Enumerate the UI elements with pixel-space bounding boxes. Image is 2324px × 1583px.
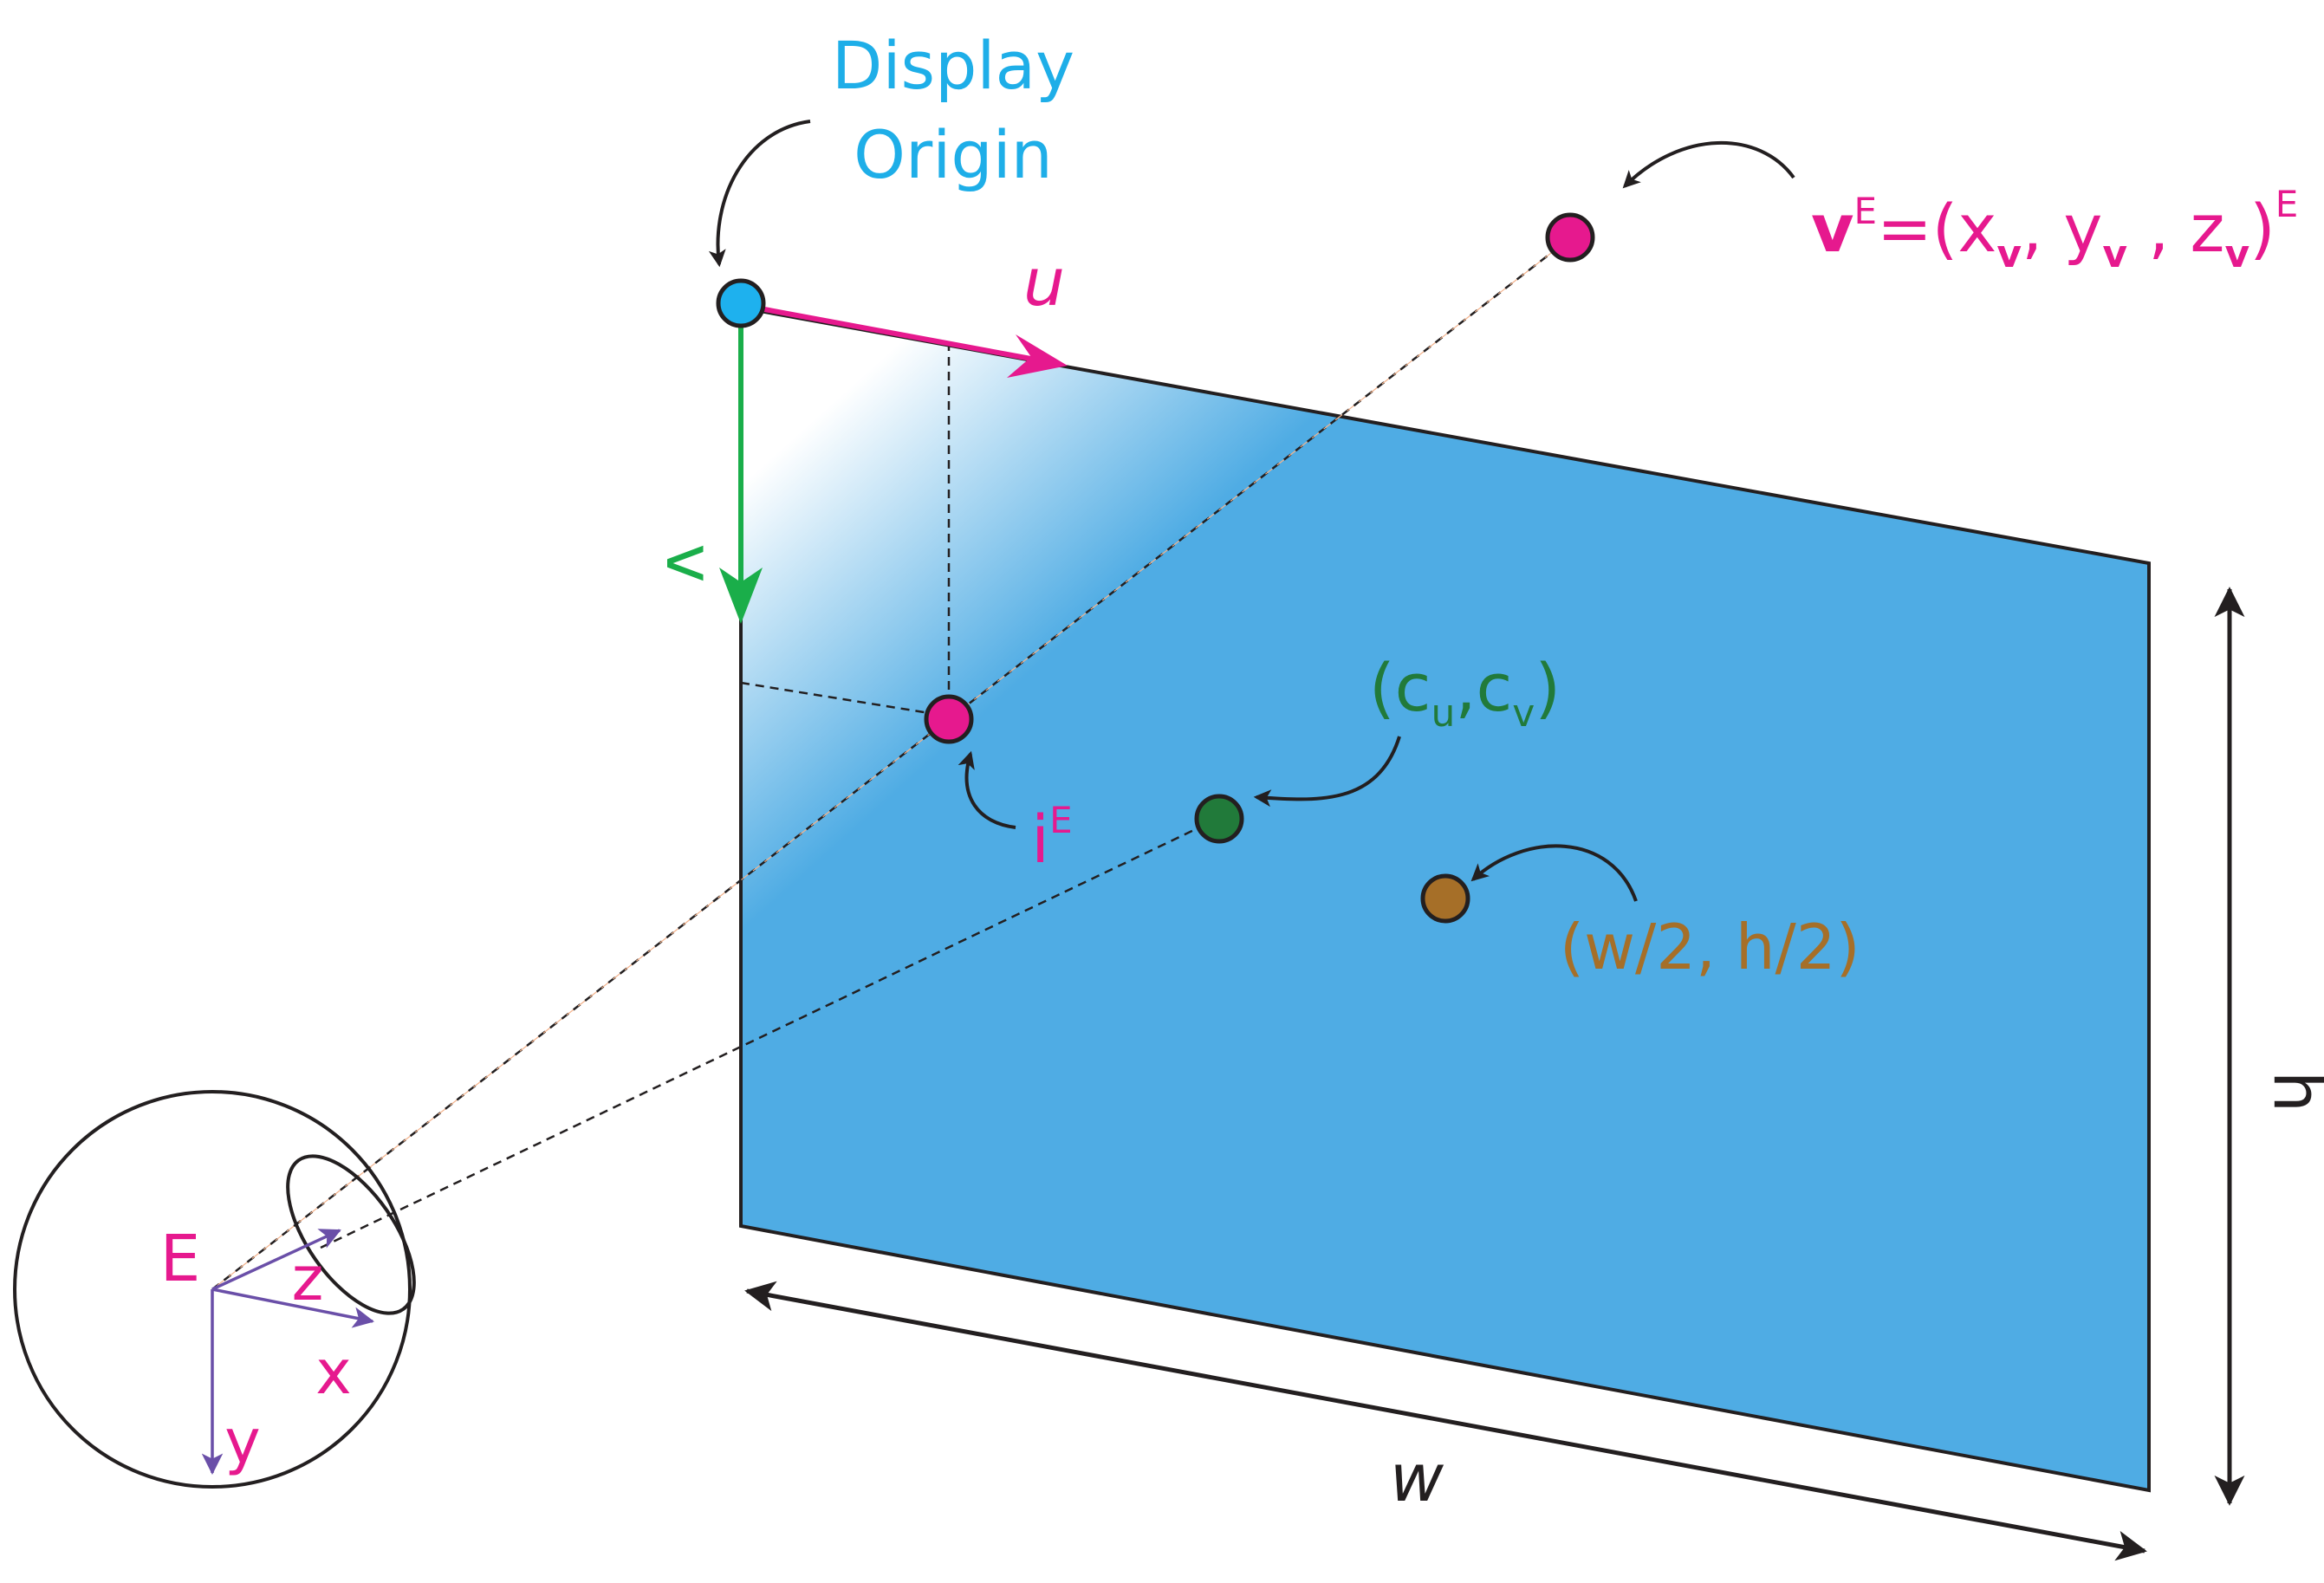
vE-label-sub3: v	[2224, 232, 2249, 276]
width-dimension-arrow	[744, 1281, 2147, 1561]
vE-label: vE=(xv, yv , zv)E	[1811, 183, 2298, 276]
c-label-sub-v: v	[1512, 691, 1535, 736]
height-label: h	[2259, 1071, 2324, 1113]
vE-label-base: v	[1811, 190, 1854, 267]
eye-y-label: y	[224, 1406, 260, 1477]
iE-callout-arrow	[958, 750, 1016, 829]
vE-point	[1545, 212, 1595, 263]
v-axis-label: v	[652, 544, 729, 583]
eye-z-label: z	[292, 1243, 324, 1314]
vE-label-close: )	[2249, 190, 2275, 267]
eye-z-axis	[211, 1229, 341, 1291]
iE-point	[924, 694, 974, 744]
eye-cornea	[286, 1154, 416, 1315]
eye-label: E	[160, 1222, 201, 1296]
iE-label-sup: E	[1049, 799, 1073, 841]
display-origin-callout-arrow	[708, 120, 811, 268]
vE-label-sup: E	[1854, 190, 1878, 232]
v-axis-arrowhead	[719, 568, 763, 624]
eyeball	[13, 1090, 412, 1489]
c-label-open: (c	[1369, 649, 1431, 726]
vE-label-sub2: v	[2102, 232, 2127, 276]
vE-label-sup2: E	[2275, 183, 2299, 225]
c-point	[1194, 794, 1244, 844]
vE-callout-arrow	[1622, 141, 1795, 189]
display-origin-label-line1: Display	[832, 27, 1074, 104]
vE-label-eq: =(x	[1877, 190, 1996, 267]
c-callout-arrow	[1253, 736, 1401, 808]
c-label-comma: ,c	[1455, 649, 1512, 726]
eye-x-axis	[211, 1288, 375, 1328]
iE-label: iE	[1031, 799, 1073, 878]
center-label: (w/2, h/2)	[1560, 911, 1860, 983]
c-label: (cu,cv)	[1369, 649, 1561, 736]
eye-x-label: x	[315, 1337, 351, 1408]
c-label-close: )	[1535, 649, 1561, 726]
c-label-sub-u: u	[1431, 691, 1455, 736]
ray-eye-to-c	[320, 817, 1218, 1249]
width-label: w	[1390, 1439, 1444, 1516]
center-point	[1420, 873, 1470, 924]
center-callout-arrow	[1470, 844, 1638, 902]
vE-label-comma2: , z	[2127, 190, 2224, 267]
u-axis-arrowhead	[1007, 334, 1068, 378]
u-axis	[740, 302, 1036, 362]
display-origin-point	[716, 278, 766, 328]
projection-iE-to-v	[740, 681, 941, 717]
iE-label-base: i	[1031, 801, 1049, 878]
display-origin-label-line2: Origin	[854, 116, 1053, 193]
vE-label-sub1: v	[1996, 232, 2022, 276]
ray-eye-to-vE-overlay	[211, 237, 1571, 1290]
u-axis-label: u	[1023, 243, 1065, 321]
vE-label-comma1: , y	[2022, 190, 2102, 267]
